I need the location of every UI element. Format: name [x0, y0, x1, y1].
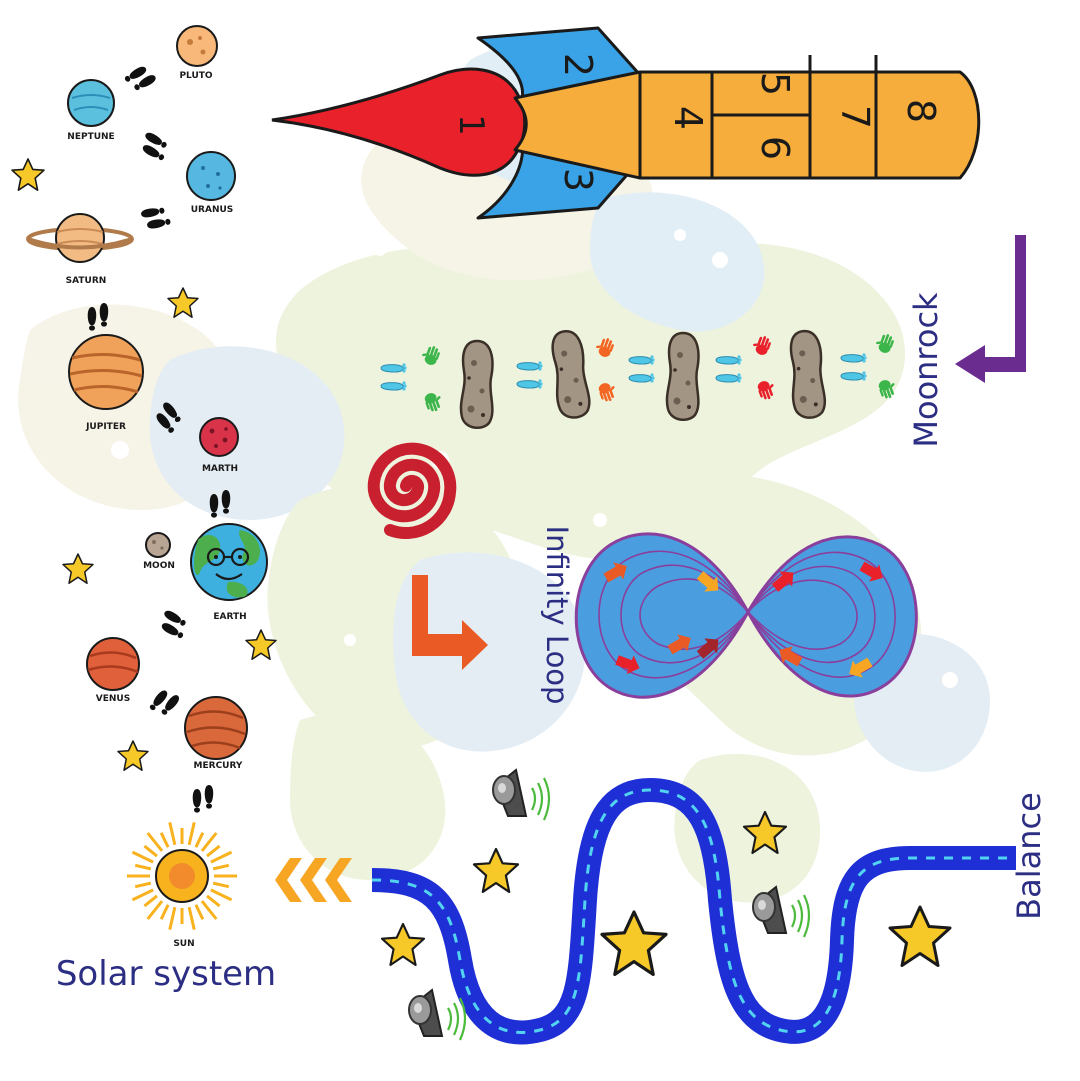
spiral-icon [367, 442, 457, 540]
sun-ray [159, 904, 170, 920]
sun-ray [143, 894, 158, 908]
planet-label-neptune: NEPTUNE [67, 132, 114, 142]
planet-label-marth: MARTH [202, 464, 238, 474]
sun-ray [168, 822, 177, 846]
planet-label-saturn: SATURN [66, 276, 107, 286]
rocket-body [513, 70, 981, 180]
hopscotch-number-8: 8 [899, 99, 943, 123]
sun-ray [194, 904, 205, 920]
hopscotch-number-5: 5 [753, 72, 797, 96]
planet-venus: VENUS [86, 637, 140, 704]
sun-ray [212, 863, 230, 871]
section-label-solar-system: Solar system [56, 954, 276, 994]
planet-label-earth: EARTH [213, 612, 246, 622]
rock-icon [665, 331, 700, 422]
sun: SUN [127, 822, 237, 949]
planet-saturn: SATURN [26, 213, 134, 286]
hopscotch-number-2: 2 [556, 53, 600, 77]
planet-earth: EARTH [190, 523, 268, 622]
sun-ray [131, 850, 154, 864]
rocket-hopscotch: 1 2 3 4 5 6 7 8 [271, 26, 981, 220]
arrow-turn-icon [955, 235, 1026, 383]
planet-neptune: NEPTUNE [67, 79, 115, 142]
sun-ray [131, 888, 154, 902]
sun-ray [146, 900, 164, 920]
sun-label: SUN [173, 939, 194, 949]
sun-ray [200, 832, 218, 852]
sun-ray [200, 900, 218, 920]
arrow-turn-icon [412, 575, 488, 670]
planet-pluto: PLUTO [176, 25, 218, 81]
planet-label-pluto: PLUTO [179, 71, 212, 81]
sun-ray [194, 832, 205, 848]
sun-ray [134, 881, 152, 889]
planet-uranus: URANUS [186, 151, 236, 215]
sun-ray [210, 850, 233, 864]
sun-ray [206, 894, 221, 908]
sun-ray [146, 832, 164, 852]
planet-path: PLUTO NEPTUNE URANUS SATURN JUPITER [11, 25, 277, 949]
rocket-flame-nose [271, 67, 527, 177]
sun-ray [143, 844, 158, 858]
planet-jupiter: JUPITER [68, 334, 144, 432]
sun-ray [212, 881, 230, 889]
chevron-left-icon [275, 858, 352, 902]
sun-ray [210, 888, 233, 902]
rock-icon [459, 339, 494, 430]
section-label-moonrock: Moonrock [907, 292, 945, 448]
loop-arrows [603, 561, 883, 678]
planet-mercury: MERCURY [184, 696, 248, 771]
balance-road: Balance [275, 768, 1048, 1045]
planet-moon: MOON [143, 532, 175, 571]
moonrock-course: Moonrock [380, 235, 1026, 448]
sun-ray [187, 906, 196, 930]
planet-label-uranus: URANUS [191, 205, 234, 215]
planet-label-moon: MOON [143, 561, 175, 571]
sun-ray [187, 822, 196, 846]
planet-label-venus: VENUS [96, 694, 130, 704]
planet-label-mercury: MERCURY [194, 761, 243, 771]
hopscotch-number-3: 3 [556, 168, 600, 192]
hopscotch-number-4: 4 [666, 106, 710, 130]
planet-marth: MARTH [199, 417, 239, 474]
hopscotch-number-1: 1 [451, 114, 491, 136]
sun-ray [134, 863, 152, 871]
sun-ray [168, 906, 177, 930]
sun-ray [159, 832, 170, 848]
infinity-loop-track: Infinity Loop [412, 526, 918, 705]
hopscotch-number-7: 7 [833, 105, 877, 129]
hopscotch-number-6: 6 [753, 136, 797, 160]
section-label-infinity-loop: Infinity Loop [540, 526, 574, 705]
section-label-balance: Balance [1010, 792, 1048, 920]
planet-label-jupiter: JUPITER [85, 422, 126, 432]
sun-ray [206, 844, 221, 858]
